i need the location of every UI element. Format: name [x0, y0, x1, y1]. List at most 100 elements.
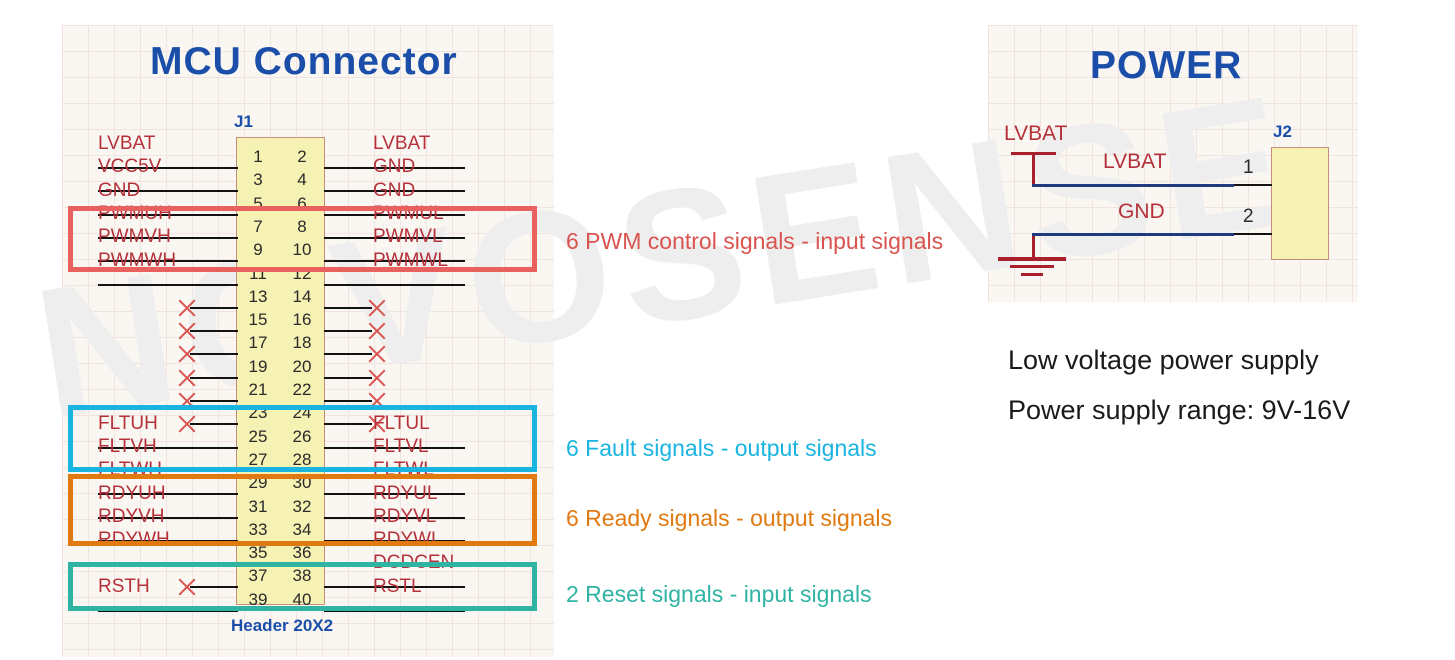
- pin-number-19: 19: [248, 356, 268, 376]
- power-net-label-gnd: GND: [1118, 200, 1165, 223]
- annotation-ready: 6 Ready signals - output signals: [566, 505, 893, 531]
- pin-number-5: 5: [253, 193, 263, 213]
- ready-group-box: [68, 474, 537, 546]
- wire-pin-17: [190, 353, 238, 356]
- wire-pin-1: [98, 167, 238, 169]
- wire-pin-7: [98, 236, 238, 239]
- wire-pin-5: [98, 213, 238, 216]
- wire-pin-4: [324, 190, 465, 193]
- pin-number-40: 40: [292, 589, 312, 609]
- pin-number-20: 20: [292, 356, 312, 376]
- wire-pin-13: [190, 306, 238, 309]
- wire-pin-15: [190, 330, 238, 333]
- j2-connector-body: [1271, 147, 1329, 260]
- wire-pin-29: [98, 493, 238, 496]
- wire-pin-2: [324, 167, 465, 169]
- pin-number-1: 1: [253, 147, 263, 166]
- power-sheet-title: POWER: [1090, 44, 1243, 87]
- net-label-pin-28: FLTVL: [373, 435, 429, 457]
- pin-number-34: 34: [292, 519, 312, 539]
- net-label-pin-4: GND: [373, 156, 416, 178]
- no-connect-icon-pin-15: [176, 319, 198, 341]
- net-label-pin-2: LVBAT: [373, 133, 431, 154]
- net-label-pin-34: RDYVL: [373, 505, 437, 527]
- j1-refdes-label: J1: [234, 112, 253, 131]
- wire-pin-33: [98, 539, 238, 542]
- pin-number-14: 14: [292, 286, 312, 306]
- pin-number-35: 35: [248, 543, 268, 563]
- annotation-pwm: 6 PWM control signals - input signals: [566, 228, 944, 254]
- annotation-fault: 6 Fault signals - output signals: [566, 435, 877, 461]
- pin-number-2: 2: [297, 147, 307, 166]
- no-connect-icon-pin-17: [176, 342, 198, 364]
- pin-number-15: 15: [248, 310, 268, 330]
- pin-number-36: 36: [292, 543, 312, 563]
- pin-number-26: 26: [292, 426, 312, 446]
- power-pin-wire-1: [1234, 184, 1272, 186]
- power-net-wire-gnd: [1032, 233, 1234, 236]
- wire-pin-21: [190, 400, 238, 402]
- wire-pin-30: [324, 493, 465, 496]
- pin-number-7: 7: [253, 216, 263, 236]
- wire-pin-10: [324, 260, 465, 263]
- annotation-reset: 2 Reset signals - input signals: [566, 581, 872, 607]
- pin-number-10: 10: [292, 240, 312, 260]
- wire-pin-8: [324, 236, 465, 239]
- net-label-pin-32: RDYUL: [373, 482, 438, 504]
- pin-number-37: 37: [248, 566, 268, 586]
- wire-pin-24: [324, 423, 372, 426]
- net-label-pin-5: GND: [98, 179, 141, 201]
- pin-number-9: 9: [253, 240, 263, 260]
- pin-number-38: 38: [292, 566, 312, 586]
- pin-number-3: 3: [253, 170, 263, 190]
- wire-pin-22: [324, 400, 372, 402]
- net-label-pin-1: LVBAT: [98, 133, 156, 154]
- power-net-label-lvbat: LVBAT: [1103, 150, 1167, 173]
- net-label-pin-39: RSTH: [98, 575, 150, 597]
- no-connect-icon-pin-16: [366, 319, 388, 341]
- pin-number-18: 18: [292, 333, 312, 353]
- wire-pin-16: [324, 330, 372, 333]
- pin-number-4: 4: [297, 170, 307, 190]
- wire-pin-12: [324, 283, 465, 286]
- wire-pin-38: [324, 586, 465, 589]
- power-description-line-1: Low voltage power supply: [1008, 345, 1319, 375]
- fault-group-box: [68, 405, 537, 472]
- net-label-pin-12: PWMWL: [373, 249, 448, 271]
- net-label-pin-40: RSTL: [373, 575, 422, 597]
- power-pin-wire-2: [1234, 233, 1272, 235]
- wire-pin-31: [98, 516, 238, 519]
- net-label-pin-31: RDYUH: [98, 482, 166, 504]
- pin-number-25: 25: [248, 426, 268, 446]
- pin-number-39: 39: [248, 589, 268, 609]
- power-description-line-2: Power supply range: 9V-16V: [1008, 395, 1351, 425]
- net-label-pin-10: PWMVL: [373, 226, 443, 248]
- j2-pin-number-2: 2: [1243, 206, 1254, 227]
- pin-number-32: 32: [292, 496, 312, 516]
- pin-number-17: 17: [248, 333, 268, 353]
- wire-pin-6: [324, 213, 465, 216]
- net-label-pin-33: RDYVH: [98, 505, 165, 527]
- j1-connector-body: [236, 137, 325, 605]
- j1-part-name-label: Header 20X2: [231, 616, 334, 635]
- wire-pin-19: [190, 376, 238, 379]
- net-label-pin-27: FLTVH: [98, 435, 157, 457]
- no-connect-icon-pin-14: [366, 296, 388, 318]
- pin-number-22: 22: [292, 380, 312, 399]
- j2-pin-number-1: 1: [1243, 157, 1254, 178]
- pin-number-28: 28: [292, 449, 312, 469]
- wire-pin-11: [98, 283, 238, 286]
- power-port-icon: [1011, 152, 1056, 186]
- pwm-group-box: [68, 206, 537, 272]
- pin-number-13: 13: [248, 286, 268, 306]
- pin-number-16: 16: [292, 310, 312, 330]
- net-label-pin-3: VCC5V: [98, 156, 162, 178]
- net-label-pin-25: FLTUH: [98, 412, 158, 434]
- reset-group-box: [68, 562, 537, 611]
- no-connect-icon-pin-18: [366, 342, 388, 364]
- net-label-pin-11: PWMWH: [98, 249, 177, 271]
- wire-pin-25: [98, 446, 238, 449]
- j2-refdes-label: J2: [1273, 122, 1292, 141]
- wire-pin-18: [324, 353, 372, 356]
- lvbat-port-label: LVBAT: [1004, 122, 1068, 145]
